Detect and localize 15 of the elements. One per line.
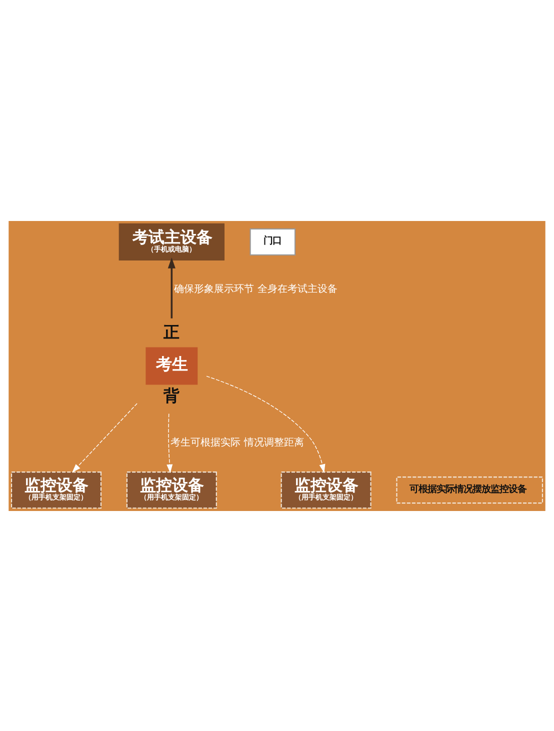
- node-box: 门口: [250, 228, 296, 255]
- node-label: 正: [164, 322, 180, 342]
- node-box: 监控设备 （用手机支架固定）: [126, 471, 217, 508]
- arrow: [168, 256, 176, 318]
- node-box: 可根据实际情况摆放监控设备: [396, 476, 544, 504]
- edge-label: 考生可根据实际 情况调整距离: [170, 436, 304, 448]
- arrow: [166, 412, 173, 473]
- node-label: 背: [164, 386, 180, 405]
- node-box: 考试主设备 （手机或电脑）: [118, 222, 225, 260]
- arrow: [72, 402, 138, 472]
- arrow: [206, 375, 326, 472]
- node-box: 监控设备 （用手机支架固定）: [10, 471, 102, 508]
- edge-label: 确保形象展示环节 全身在考试主设备: [174, 283, 338, 294]
- node-box: 监控设备 （用手机支架固定）: [280, 471, 372, 508]
- node-box: 考生: [146, 346, 198, 384]
